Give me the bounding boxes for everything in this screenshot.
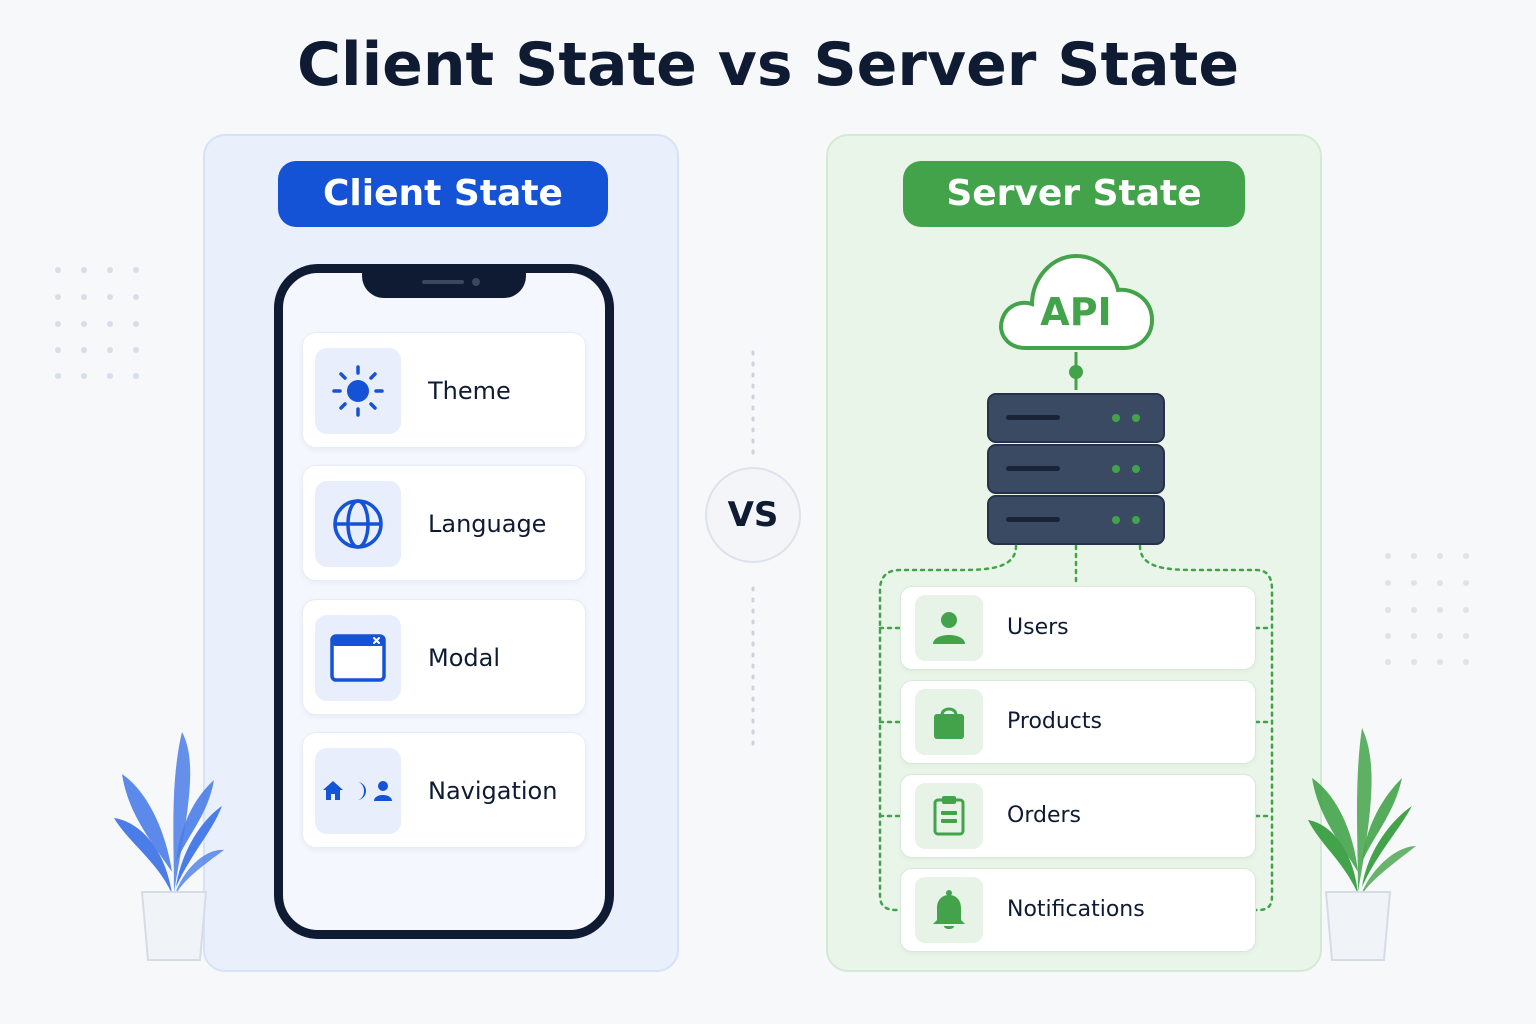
- client-state-badge: Client State: [278, 161, 608, 227]
- api-connector: [1069, 352, 1083, 390]
- vs-divider-line: [751, 350, 755, 750]
- api-label: API: [1040, 290, 1112, 334]
- user-icon: [374, 781, 392, 801]
- server-item-orders: Orders: [900, 774, 1256, 858]
- server-data-connectors: [878, 544, 1274, 912]
- server-item-label: Notifications: [1007, 897, 1145, 922]
- client-item-label: Theme: [428, 377, 511, 405]
- server-state-badge: Server State: [903, 161, 1245, 227]
- navigation-icons: [315, 748, 401, 834]
- vs-badge: VS: [705, 467, 801, 563]
- plant-green-decoration: [1308, 728, 1416, 961]
- modal-window-icon: [315, 615, 401, 701]
- client-item-language: Language: [302, 465, 586, 581]
- globe-icon: [315, 481, 401, 567]
- user-icon: [915, 595, 983, 661]
- dot-grid-left: [55, 267, 139, 379]
- clipboard-icon: [915, 783, 983, 849]
- server-item-notifications: Notifications: [900, 868, 1256, 952]
- server-item-label: Products: [1007, 709, 1102, 734]
- server-item-label: Users: [1007, 615, 1069, 640]
- client-item-label: Navigation: [428, 777, 558, 805]
- bell-icon: [915, 877, 983, 943]
- client-item-navigation: Navigation: [302, 732, 586, 848]
- server-item-label: Orders: [1007, 803, 1081, 828]
- server-rack-icon: [987, 393, 1165, 545]
- phone-speaker: [422, 280, 464, 284]
- client-item-label: Language: [428, 510, 547, 538]
- server-item-products: Products: [900, 680, 1256, 764]
- client-item-label: Modal: [428, 644, 500, 672]
- api-cloud-icon: [999, 253, 1155, 350]
- client-item-modal: Modal: [302, 599, 586, 715]
- plant-blue-decoration: [114, 732, 224, 961]
- phone-camera: [472, 278, 480, 286]
- moon-icon: [357, 782, 366, 800]
- client-item-theme: Theme: [302, 332, 586, 448]
- server-item-users: Users: [900, 586, 1256, 670]
- page-title: Client State vs Server State: [296, 30, 1240, 100]
- shopping-bag-icon: [915, 689, 983, 755]
- sun-icon: [315, 348, 401, 434]
- home-icon: [323, 781, 343, 800]
- dot-grid-right: [1385, 553, 1469, 665]
